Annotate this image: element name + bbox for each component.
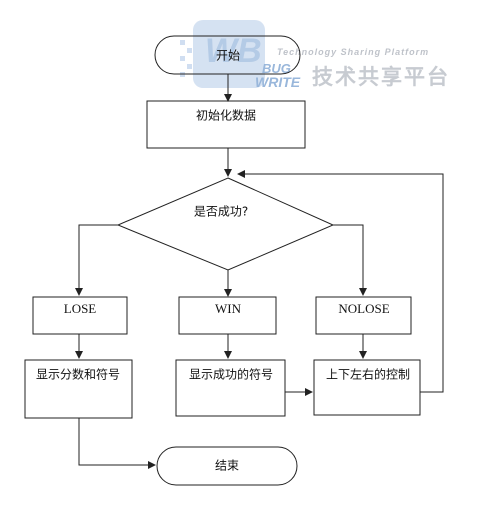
node-end: 结束 [156,446,298,486]
node-init: 初始化数据 [146,100,306,149]
watermark-tagline: Technology Sharing Platform [277,47,429,57]
node-nolose: NOLOSE [315,296,412,335]
arrow-control-loop-back [237,170,444,393]
watermark-title: 技术共享平台 [312,65,450,89]
node-show-score: 显示分数和符号 [24,359,133,419]
nolose-box [315,296,412,335]
watermark: WB BUG WRITE Technology Sharing Platform… [180,20,450,90]
node-lose: LOSE [32,296,128,335]
show-success-box [175,359,286,417]
show-score-box [24,359,133,419]
end-label: 结束 [215,459,239,473]
start-label: 开始 [216,49,240,63]
win-box [178,296,277,335]
watermark-logo-icon [193,20,265,88]
connectors [75,74,444,469]
node-control: 上下左右的控制 [313,359,421,416]
watermark-logo-main: WB [205,32,262,70]
decision-diamond [116,177,335,271]
nolose-label: NOLOSE [338,301,389,316]
init-process-box [146,100,306,149]
watermark-logo-sub1: BUG [262,61,291,76]
node-start: 开始 [154,35,301,75]
node-show-success: 显示成功的符号 [175,359,286,417]
show-score-label: 显示分数和符号 [36,367,120,382]
lose-box [32,296,128,335]
control-label: 上下左右的控制 [326,367,410,382]
control-box [313,359,421,416]
watermark-dots-icon [180,40,192,77]
win-label: WIN [215,301,242,316]
arrow-decision-to-nolose [333,224,367,296]
show-success-label: 显示成功的符号 [189,367,273,382]
node-win: WIN [178,296,277,335]
node-decision: 是否成功? [116,177,335,271]
lose-label: LOSE [64,301,97,316]
decision-label: 是否成功? [194,205,248,219]
arrow-show-score-to-end [78,418,156,469]
watermark-logo-sub2: WRITE [255,74,301,90]
arrow-decision-to-lose [75,224,118,296]
start-terminator [154,35,301,75]
init-label: 初始化数据 [196,108,256,123]
end-terminator [156,446,298,486]
